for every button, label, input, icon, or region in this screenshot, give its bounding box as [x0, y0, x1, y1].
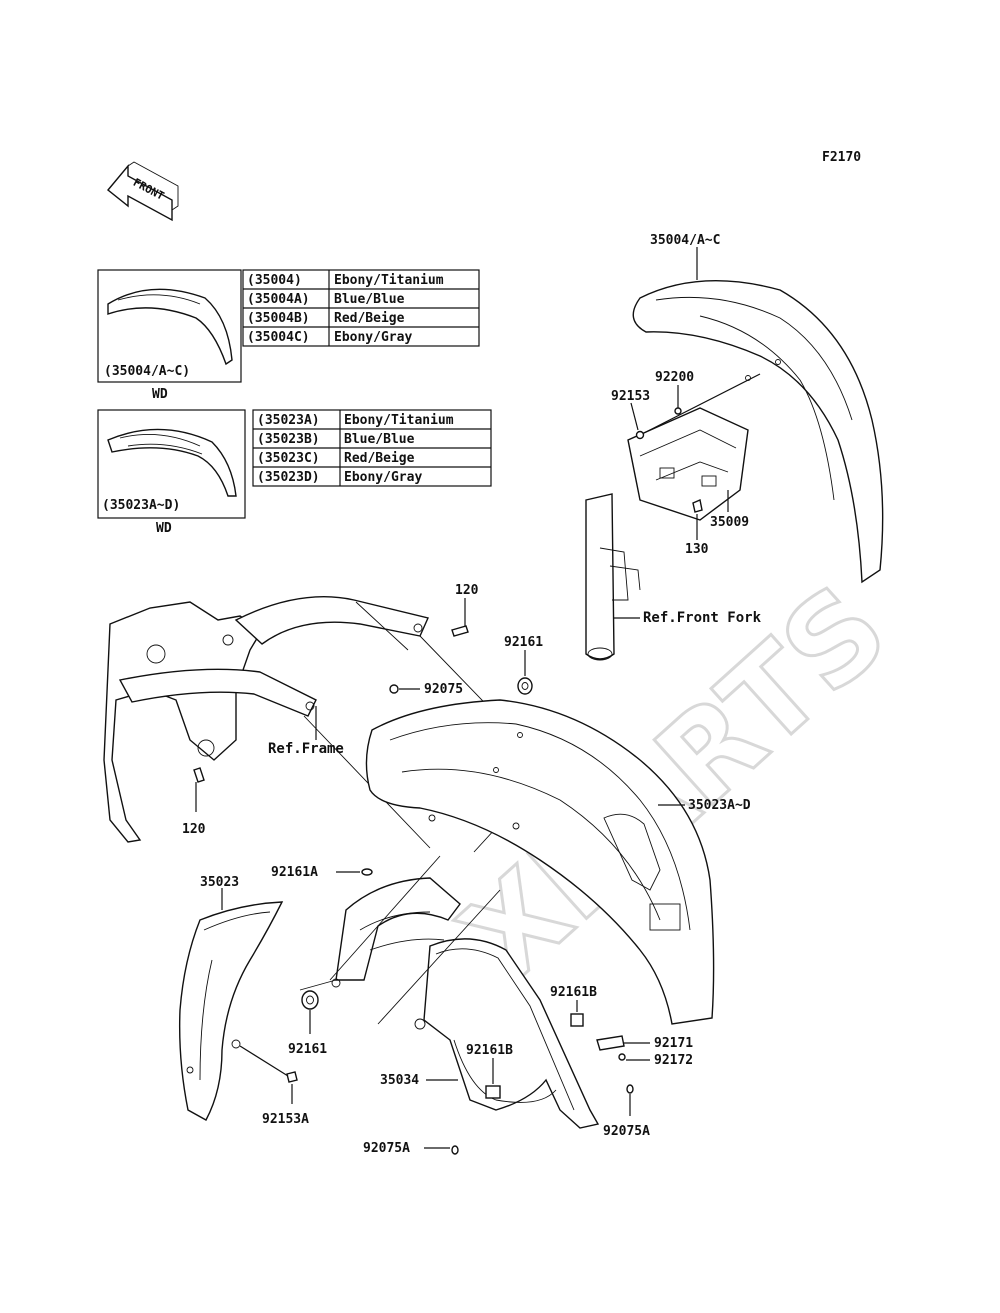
screw-92153A-icon [286, 1071, 298, 1083]
nut-92075A-right-icon [626, 1084, 634, 1094]
callout-92153A: 92153A [262, 1112, 309, 1127]
fender-bracket-part [627, 407, 749, 521]
inset-top-color-2: Red/Beige [334, 311, 405, 326]
grommet-92161-bottom-icon [301, 990, 319, 1010]
inset-bottom-code-2: (35023C) [257, 451, 320, 466]
front-fork-part [585, 493, 641, 661]
grommet-92161-top-icon [517, 677, 533, 695]
callout-120-top: 120 [455, 583, 479, 598]
callout-92075A-left: 92075A [363, 1141, 410, 1156]
inset-bottom-color-3: Ebony/Gray [344, 470, 422, 485]
inset-top-color-1: Blue/Blue [334, 292, 405, 307]
bolt-130-icon [692, 499, 703, 513]
callout-rear-fender: 35023A~D [688, 798, 751, 813]
ref-frame: Ref.Frame [268, 741, 344, 757]
nut-92075-icon [389, 684, 399, 694]
inset-top-code-3: (35004C) [247, 330, 310, 345]
clip-92172-icon [618, 1053, 626, 1061]
inset-top-color-0: Ebony/Titanium [334, 273, 444, 288]
inset-top-code-1: (35004A) [247, 292, 310, 307]
plate-92171-icon [596, 1035, 625, 1051]
front-fender-thumbnail [107, 288, 233, 366]
callout-120-bottom: 120 [182, 822, 206, 837]
callout-92161B-lower: 92161B [466, 1043, 513, 1058]
callout-92161A: 92161A [271, 865, 318, 880]
inset-bottom-color-2: Red/Beige [344, 451, 415, 466]
rear-fender-part [365, 699, 715, 1025]
callout-92171: 92171 [654, 1036, 693, 1051]
front-direction-arrow-icon: FRONT [107, 161, 179, 222]
pad-92161B-lower-icon [485, 1085, 501, 1099]
inset-bottom-color-0: Ebony/Titanium [344, 413, 454, 428]
rear-fender-cover-part [178, 901, 284, 1121]
inset-front-fender-variants: (35004/A~C) WD (35004) Ebony/Titanium (3… [97, 269, 480, 402]
inset-top-tag: WD [152, 387, 168, 402]
callout-35023: 35023 [200, 875, 239, 890]
callout-92153: 92153 [611, 389, 650, 404]
inset-top-code-0: (35004) [247, 273, 302, 288]
rear-fender-thumbnail [107, 428, 237, 497]
screw-92153-icon [635, 430, 645, 440]
frame-part [103, 596, 429, 843]
ref-front-fork: Ref.Front Fork [643, 610, 762, 626]
inset-bottom-tag: WD [156, 521, 172, 536]
inset-rear-fender-variants: (35023A~D) WD (35023A) Ebony/Titanium (3… [97, 409, 492, 536]
callout-35034: 35034 [380, 1073, 419, 1088]
inset-bottom-code-3: (35023D) [257, 470, 320, 485]
inset-bottom-caption: (35023A~D) [102, 498, 180, 513]
nut-92075A-left-icon [451, 1145, 459, 1155]
inset-top-caption: (35004/A~C) [104, 364, 190, 379]
callout-92075: 92075 [424, 682, 463, 697]
pad-92161B-upper-icon [570, 1013, 584, 1027]
inset-bottom-code-0: (35023A) [257, 413, 320, 428]
pad-92161A-icon [361, 868, 373, 876]
callout-35009: 35009 [710, 515, 749, 530]
callout-92161-top: 92161 [504, 635, 543, 650]
callout-92161B-upper: 92161B [550, 985, 597, 1000]
inset-bottom-code-1: (35023B) [257, 432, 320, 447]
callout-92172: 92172 [654, 1053, 693, 1068]
inset-top-code-2: (35004B) [247, 311, 310, 326]
callout-92075A-right: 92075A [603, 1124, 650, 1139]
callout-92200: 92200 [655, 370, 694, 385]
inset-top-color-3: Ebony/Gray [334, 330, 412, 345]
bolt-120-top-icon [451, 625, 469, 637]
callout-130: 130 [685, 542, 709, 557]
inset-bottom-color-1: Blue/Blue [344, 432, 415, 447]
callout-front-fender: 35004/A~C [650, 233, 720, 248]
front-fender-part [632, 280, 884, 584]
figure-code: F2170 [822, 150, 861, 165]
callout-92161-bottom: 92161 [288, 1042, 327, 1057]
washer-92200-icon [674, 407, 682, 415]
bolt-120-bottom-icon [193, 767, 205, 783]
